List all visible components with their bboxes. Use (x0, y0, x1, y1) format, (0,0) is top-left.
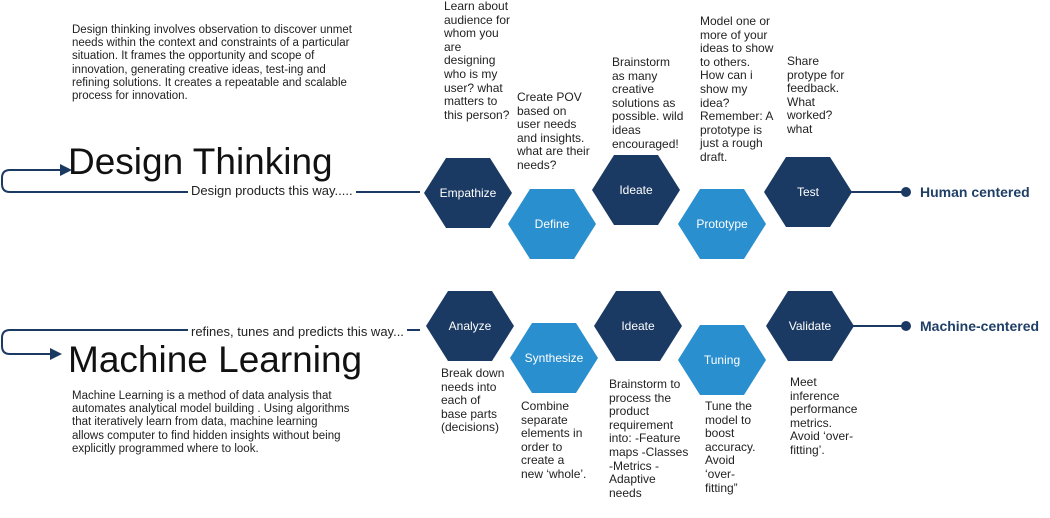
ml-end-dot (901, 321, 911, 331)
hex-define: Define (508, 189, 596, 259)
dt-note-empathize: Learn about audience for whom you are de… (444, 0, 511, 122)
hex-ideate-ml: Ideate (594, 291, 682, 361)
ml-arrowhead-icon (50, 348, 62, 360)
ml-connector-line (1, 329, 420, 355)
ml-note-validate: Meet inference performance metrics. Avoi… (790, 375, 858, 457)
hex-tuning-label: Tuning (704, 353, 740, 367)
hex-test-label: Test (797, 185, 820, 199)
hex-validate: Validate (766, 291, 854, 361)
dt-note-prototype: Model one or more of your ideas to show … (700, 14, 774, 164)
hex-ideate-dt: Ideate (592, 155, 680, 225)
dt-arrowhead-icon (60, 164, 72, 176)
dt-end-dot (901, 187, 911, 197)
hex-prototype-label: Prototype (696, 217, 748, 231)
ml-note-ideate: Brainstorm to process the product requir… (609, 377, 689, 500)
ml-note-analyze: Break down needs into each of base parts… (441, 366, 505, 435)
dt-note-ideate: Brainstorm as many creative solutions as… (612, 55, 684, 151)
ml-intro: Machine Learning is a method of data ana… (72, 390, 350, 455)
ml-endpoint-label: Machine-centered (920, 318, 1039, 334)
hex-ideate-ml-label: Ideate (621, 319, 655, 333)
hex-analyze-label: Analyze (449, 319, 492, 333)
dt-subtitle: Design products this way..... (188, 183, 356, 198)
hex-validate-label: Validate (789, 319, 832, 333)
hex-synthesize-label: Synthesize (525, 351, 584, 365)
hex-empathize: Empathize (424, 158, 512, 228)
hex-empathize-label: Empathize (440, 186, 497, 200)
hex-tuning: Tuning (678, 325, 766, 395)
dt-note-test: Share protype for feedback. What worked?… (787, 54, 845, 136)
dt-endpoint-label: Human centered (920, 184, 1030, 200)
ml-subtitle: refines, tunes and predicts this way... (188, 324, 407, 339)
hex-synthesize: Synthesize (510, 323, 598, 393)
dt-title: Design Thinking (68, 141, 333, 182)
hex-ideate-dt-label: Ideate (619, 183, 653, 197)
ml-note-tuning: Tune the model to boost accuracy. Avoid … (705, 399, 756, 495)
hex-prototype: Prototype (678, 189, 766, 259)
dt-note-define: Create POV based on user needs and insig… (517, 90, 590, 172)
ml-note-synthesize: Combine separate elements in order to cr… (521, 399, 587, 481)
hex-define-label: Define (535, 217, 570, 231)
hex-analyze: Analyze (426, 291, 514, 361)
dt-connector-line (1, 169, 420, 193)
ml-title: Machine Learning (68, 339, 363, 380)
dt-intro: Design thinking involves observation to … (72, 24, 352, 103)
hex-test: Test (764, 157, 852, 227)
